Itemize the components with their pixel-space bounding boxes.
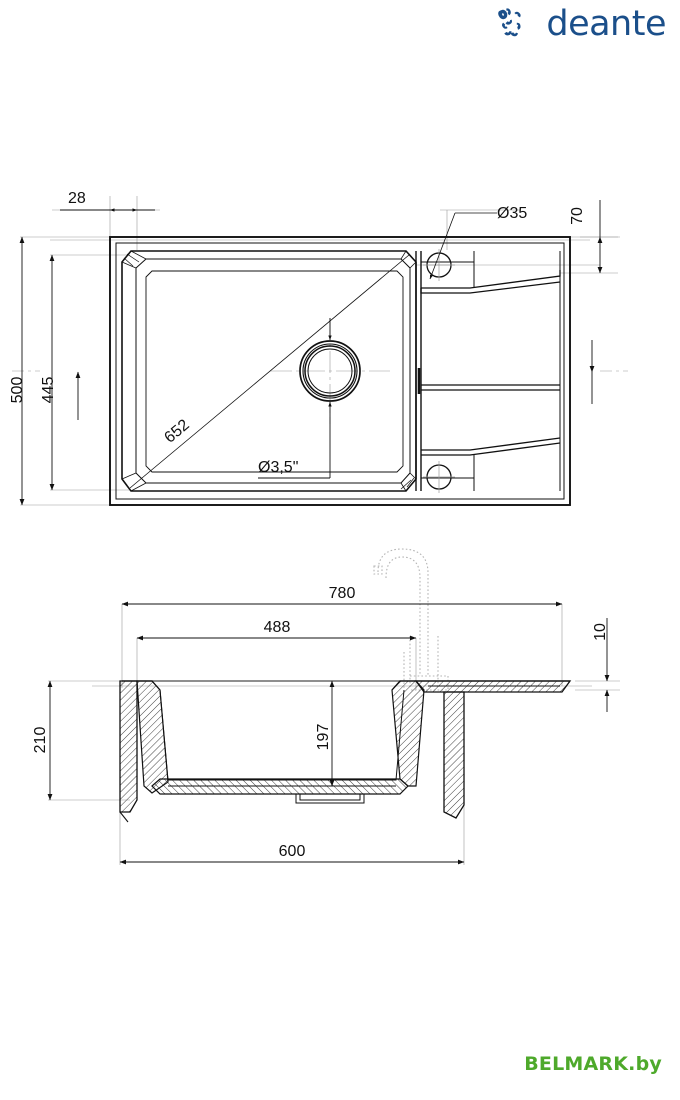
- dim-label-28: 28: [68, 190, 86, 207]
- brand-logo: deante: [497, 6, 666, 42]
- dim-label-d35: Ø35: [497, 205, 527, 222]
- dim-label-652: 652: [161, 416, 192, 446]
- deante-pinwheel-icon: [498, 8, 522, 37]
- dim-label-210: 210: [32, 727, 49, 754]
- dim-label-197: 197: [315, 724, 332, 751]
- dim-label-500: 500: [9, 377, 26, 404]
- dim-label-10: 10: [592, 623, 609, 641]
- dim-label-488: 488: [264, 619, 291, 636]
- dim-label-600: 600: [279, 843, 306, 860]
- dim-label-780: 780: [329, 585, 356, 602]
- dim-label-drain: Ø3,5": [258, 459, 298, 476]
- dim-label-445: 445: [40, 377, 57, 404]
- watermark: BELMARK.by: [524, 1053, 662, 1075]
- dim-label-70: 70: [569, 207, 586, 225]
- brand-name: deante: [546, 3, 666, 44]
